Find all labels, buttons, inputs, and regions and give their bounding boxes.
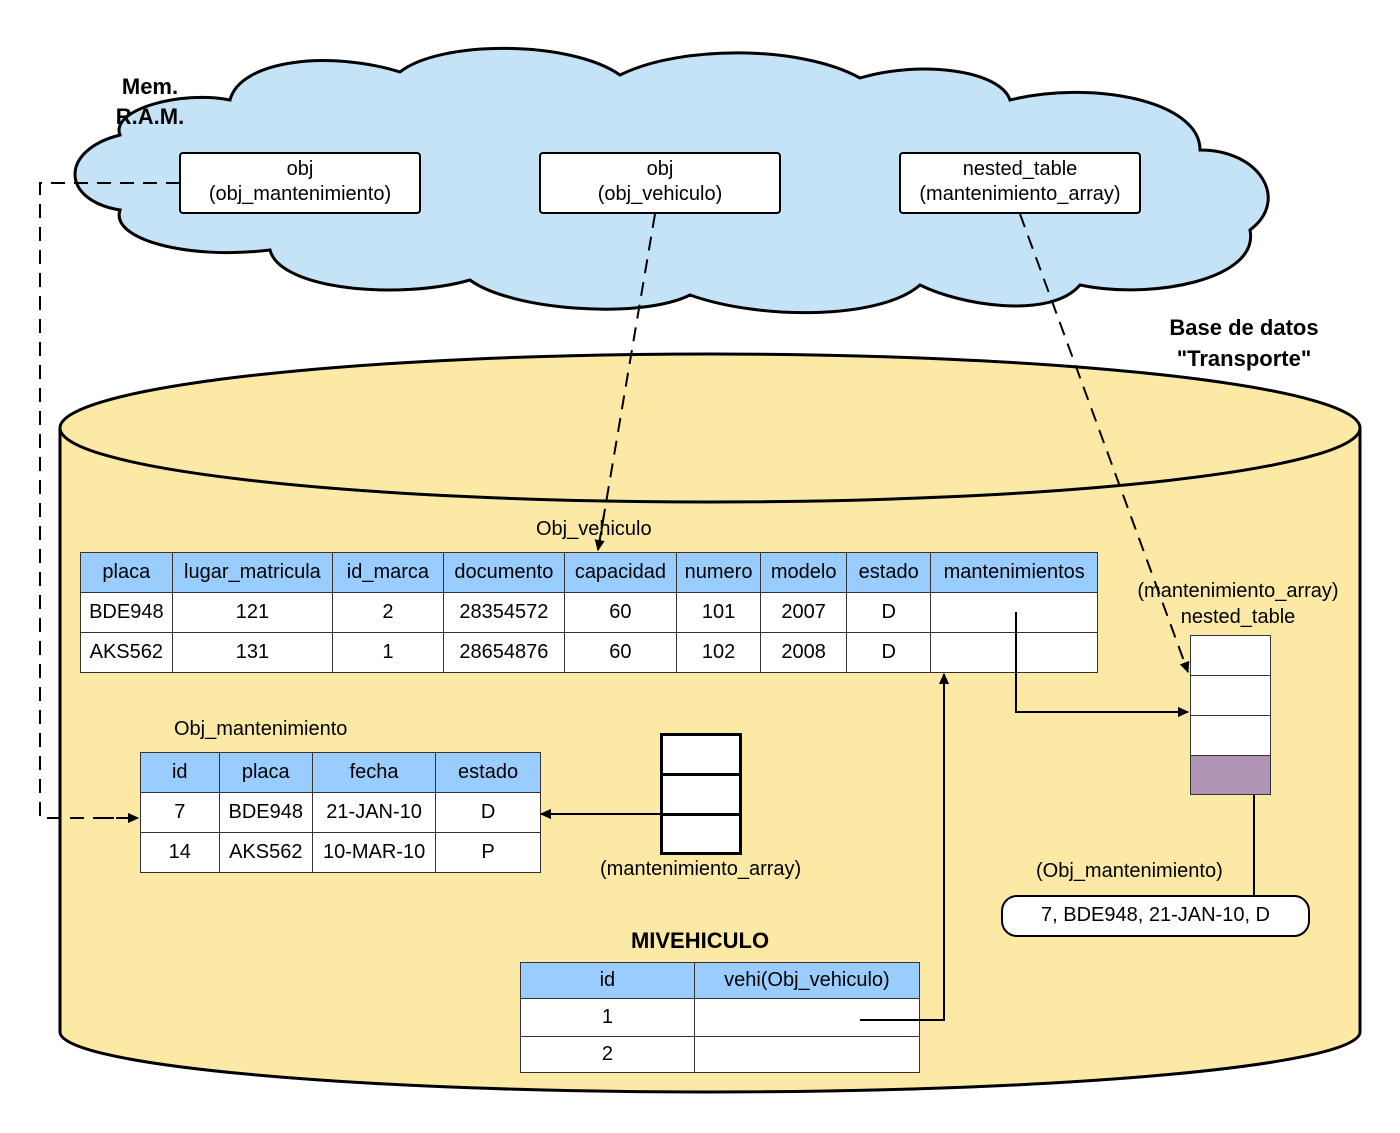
ram-box-line2: (obj_mantenimiento) [208, 183, 392, 205]
nested-table-label: (mantenimiento_array) nested_table [1118, 578, 1358, 630]
ram-box-line2: (obj_vehiculo) [597, 183, 723, 205]
ram-box-line2: (mantenimiento_array) [919, 183, 1121, 205]
table-header-row: id placa fecha estado [140, 752, 541, 793]
mivehiculo-title: MIVEHICULO [630, 928, 770, 953]
column-header: estado [435, 752, 541, 793]
ram-box-nested-table: nested_table (mantenimiento_array) [899, 152, 1141, 214]
column-header: id [520, 962, 695, 999]
table-cell: D [845, 632, 932, 673]
column-header: placa [80, 552, 173, 593]
table-cell: 101 [675, 592, 762, 633]
table-cell [930, 632, 1098, 673]
column-header: documento [442, 552, 566, 593]
dashed-link-obj-vehiculo [594, 213, 656, 551]
table-header-row: id vehi(Obj_vehiculo) [520, 962, 921, 999]
column-header: numero [675, 552, 762, 593]
table-cell: 28654876 [442, 632, 566, 673]
array-stack-cell [660, 733, 742, 776]
table-cell: 28354572 [442, 592, 566, 633]
obj-mantenimiento-table: id placa fecha estado 7 BDE948 21-JAN-10… [140, 752, 541, 873]
ram-box-line1: nested_table [962, 158, 1078, 180]
table-cell: P [435, 832, 541, 873]
table-cell: AKS562 [80, 632, 173, 673]
column-header: mantenimientos [930, 552, 1098, 593]
table-cell: 2 [332, 592, 444, 633]
column-header: capacidad [564, 552, 677, 593]
column-header: vehi(Obj_vehiculo) [693, 962, 921, 999]
column-header: modelo [760, 552, 847, 593]
record-pill: 7, BDE948, 21-JAN-10, D [1001, 895, 1310, 937]
table-row: 1 [520, 998, 921, 1037]
column-header: placa [218, 752, 314, 793]
database-title: Base de datos "Transporte" [1169, 315, 1319, 371]
table-cell: 131 [171, 632, 334, 673]
ram-box-line1: obj [646, 158, 674, 180]
dashed-link-nested-table [1019, 213, 1190, 673]
mivehiculo-table: id vehi(Obj_vehiculo) 1 2 [520, 962, 921, 1073]
column-header: fecha [312, 752, 437, 793]
ram-box-line1: obj [286, 158, 314, 180]
table-cell: 60 [564, 592, 677, 633]
table-cell [693, 998, 921, 1037]
nested-table-cell [1190, 715, 1271, 756]
table-cell: 10-MAR-10 [312, 832, 437, 873]
table-row: 14 AKS562 10-MAR-10 P [140, 832, 541, 873]
nested-table-cell [1190, 635, 1271, 676]
table-cell [930, 592, 1098, 633]
table-cell: 7 [140, 792, 220, 833]
table-header-row: placa lugar_matricula id_marca documento… [80, 552, 1098, 593]
column-header: id [140, 752, 220, 793]
table-cell: 1 [520, 998, 695, 1037]
column-header: id_marca [332, 552, 444, 593]
table-cell: 121 [171, 592, 334, 633]
table-row: 7 BDE948 21-JAN-10 D [140, 792, 541, 833]
obj-vehiculo-table: placa lugar_matricula id_marca documento… [80, 552, 1098, 673]
table-row: AKS562 131 1 28654876 60 102 2008 D [80, 632, 1098, 673]
table-cell: 102 [675, 632, 762, 673]
record-label: (Obj_mantenimiento) [1036, 860, 1223, 882]
table-cell: D [845, 592, 932, 633]
array-stack-label: (mantenimiento_array) [600, 858, 802, 880]
database-cylinder-top [58, 352, 1362, 504]
column-header: estado [845, 552, 932, 593]
nested-table-cell [1190, 675, 1271, 716]
array-stack-cell [660, 813, 742, 855]
obj-vehiculo-label: Obj_vehiculo [536, 518, 652, 540]
ram-box-obj-mantenimiento: obj (obj_mantenimiento) [179, 152, 421, 214]
table-cell: 21-JAN-10 [312, 792, 437, 833]
column-header: lugar_matricula [171, 552, 334, 593]
table-cell: AKS562 [218, 832, 314, 873]
table-cell: 14 [140, 832, 220, 873]
table-cell: BDE948 [218, 792, 314, 833]
nested-table-label-line2: nested_table [1180, 606, 1296, 628]
table-cell: 1 [332, 632, 444, 673]
ram-box-obj-vehiculo: obj (obj_vehiculo) [539, 152, 781, 214]
table-cell: 2007 [760, 592, 847, 633]
nested-table-label-line1: (mantenimiento_array) [1137, 580, 1339, 602]
table-cell: 2 [520, 1036, 695, 1073]
table-cell: 2008 [760, 632, 847, 673]
table-cell: BDE948 [80, 592, 173, 633]
table-cell [693, 1036, 921, 1073]
table-cell: 60 [564, 632, 677, 673]
nested-table-cell-highlighted [1190, 755, 1271, 795]
table-cell: D [435, 792, 541, 833]
array-stack-cell [660, 773, 742, 816]
obj-mantenimiento-label: Obj_mantenimiento [174, 718, 348, 740]
table-row: BDE948 121 2 28354572 60 101 2007 D [80, 592, 1098, 633]
ram-title: Mem. R.A.M. [115, 74, 185, 129]
table-row: 2 [520, 1036, 921, 1073]
